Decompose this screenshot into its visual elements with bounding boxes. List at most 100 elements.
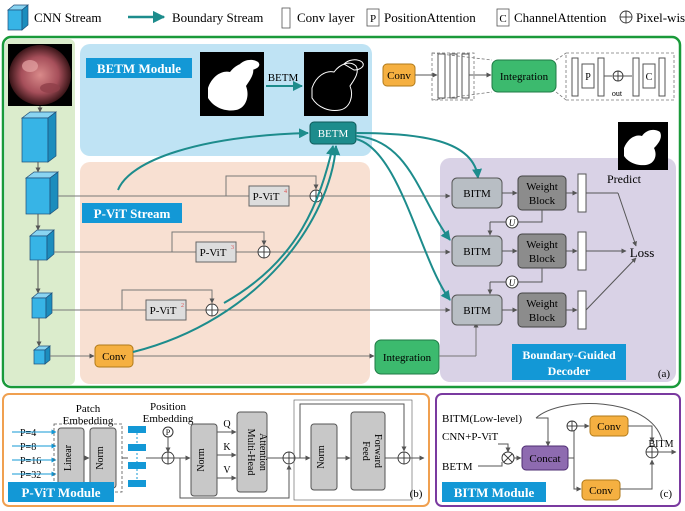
bitm-input-cnn: CNN+P-ViT bbox=[442, 431, 499, 443]
int-attn-conv-2 bbox=[597, 57, 605, 97]
decoder-conv-3 bbox=[577, 290, 587, 330]
polyp-mask-image bbox=[200, 52, 264, 116]
panel-c-tag: (c) bbox=[660, 488, 673, 500]
loss-label: Loss bbox=[630, 245, 655, 260]
cnn-encoder-stages bbox=[20, 106, 60, 365]
norm-label-3: Norm bbox=[316, 445, 327, 469]
patch-embedding-l1: Patch bbox=[76, 403, 101, 415]
betm-arrow-label: BETM bbox=[268, 72, 299, 84]
pvit-block-1-label: P-ViT bbox=[253, 191, 280, 203]
pixel-add-icon bbox=[257, 245, 271, 259]
cnn-stage-2 bbox=[24, 171, 60, 215]
feed-forward-block bbox=[350, 411, 386, 491]
pvit-block-2-sup: 3 bbox=[231, 245, 234, 251]
pvit-module-title-box bbox=[8, 482, 114, 502]
bitm-module-title-box bbox=[442, 482, 546, 502]
boundary-mask-image bbox=[304, 52, 368, 116]
patch-size-16: P=16 bbox=[20, 456, 41, 467]
int-conv-layer-3 bbox=[461, 53, 470, 99]
pvit-block-1 bbox=[248, 185, 290, 207]
weight-block-2-l1: Weight bbox=[526, 239, 558, 251]
position-embedding-l2: Embedding bbox=[143, 413, 194, 425]
position-attention-legend-icon bbox=[366, 8, 380, 27]
patch-size-32: P=32 bbox=[20, 470, 41, 481]
weight-block-1-l1: Weight bbox=[526, 181, 558, 193]
pvit-block-1-sup: 4 bbox=[284, 189, 287, 195]
weight-block-3: Weight Block bbox=[517, 292, 567, 328]
int-detail-block bbox=[491, 59, 557, 93]
norm-label-1: Norm bbox=[95, 446, 106, 470]
conv-block-label: Conv bbox=[102, 351, 126, 363]
upsample-symbol-1: U bbox=[509, 218, 516, 228]
decoder-title-box bbox=[512, 344, 626, 380]
decoder-title-l2: Decoder bbox=[548, 364, 591, 378]
bitm-label-2: BITM bbox=[463, 246, 491, 258]
pixel-add-icon bbox=[397, 451, 411, 465]
upsample-1: U bbox=[487, 210, 543, 236]
panel-a-border bbox=[1, 35, 682, 389]
endoscopy-input-image bbox=[8, 44, 72, 106]
bitm-output-label: BITM bbox=[649, 439, 674, 450]
feed-forward-l2: Forward bbox=[372, 434, 383, 468]
mha-l2: Attention bbox=[257, 433, 268, 471]
integration-block bbox=[374, 339, 440, 375]
cnn-stage-3 bbox=[29, 229, 55, 261]
int-detail-label: Integration bbox=[500, 71, 549, 83]
int-conv-label: Conv bbox=[387, 70, 411, 82]
weight-block-3-l2: Block bbox=[529, 312, 556, 324]
int-p-label: P bbox=[585, 72, 591, 83]
pixel-add-icon bbox=[282, 451, 296, 465]
upsample-2: U bbox=[487, 268, 543, 295]
cnn-stage-1 bbox=[20, 111, 58, 163]
pvit-row-2: P-ViT 3 bbox=[54, 231, 451, 263]
pvit-stream-title-box bbox=[82, 203, 182, 223]
int-attention-frame bbox=[565, 52, 675, 101]
int-conv-layer-1 bbox=[437, 53, 446, 99]
patch-size-4: P=4 bbox=[20, 428, 36, 439]
bitm-input-betm: BETM bbox=[442, 461, 473, 473]
position-embedding-l1: Position bbox=[150, 401, 187, 413]
int-c-block bbox=[642, 63, 656, 89]
panel-c-border bbox=[435, 393, 681, 507]
token-stack bbox=[128, 426, 146, 487]
cnn-stage-4 bbox=[31, 292, 53, 319]
panel-a-tag: (a) bbox=[658, 368, 671, 380]
legend-pixel-add: Pixel-wise add bbox=[636, 10, 685, 25]
decoder-bg bbox=[440, 158, 676, 382]
weight-block-1-l2: Block bbox=[529, 195, 556, 207]
position-p-symbol: P bbox=[166, 428, 171, 437]
panel-b: Patch Embedding Position Embedding P=4 P… bbox=[2, 393, 430, 507]
pvit-block-3 bbox=[145, 299, 187, 321]
bitm-label-1: BITM bbox=[463, 188, 491, 200]
v-label: V bbox=[223, 465, 231, 476]
legend-position-attention: PositionAttention bbox=[384, 10, 476, 25]
upsample-symbol-2: U bbox=[509, 278, 516, 288]
pvit-row-1: P-ViT 4 bbox=[58, 175, 451, 207]
legend-conv-layer: Conv layer bbox=[297, 10, 355, 25]
concat-label: Concat bbox=[529, 453, 560, 465]
mha-block bbox=[236, 411, 268, 493]
bitm-block-1: BITM bbox=[451, 177, 503, 209]
pvit-block-2 bbox=[195, 241, 237, 263]
legend-channel-attention: ChannelAttention bbox=[514, 10, 607, 25]
int-conv-layer-2 bbox=[449, 53, 458, 99]
panel-b-tag: (b) bbox=[410, 488, 423, 500]
pvit-stream-title: P-ViT Stream bbox=[94, 206, 171, 221]
panel-a: BETM Module BETM BETM bbox=[1, 35, 682, 389]
pvit-block-2-label: P-ViT bbox=[200, 247, 227, 259]
pvit-block-3-sup: 2 bbox=[181, 303, 184, 309]
decoder-conv-2 bbox=[577, 231, 587, 271]
int-out-label: out bbox=[612, 89, 623, 98]
bitm-label-3: BITM bbox=[463, 305, 491, 317]
norm-block-3 bbox=[310, 423, 338, 491]
bitm-conv-bottom-label: Conv bbox=[589, 485, 613, 497]
pvit-row-3: P-ViT 2 bbox=[52, 289, 451, 321]
q-label: Q bbox=[223, 419, 231, 430]
pixel-add-icon bbox=[161, 451, 175, 465]
betm-module-title-box bbox=[86, 58, 192, 78]
int-p-block bbox=[581, 63, 595, 89]
bitm-input-low: BITM(Low-level) bbox=[442, 413, 522, 425]
patch-size-list: P=4 P=8 P=16 P=32 bbox=[12, 428, 57, 481]
pixel-add-icon bbox=[612, 70, 624, 82]
pixel-add-icon bbox=[566, 420, 578, 432]
